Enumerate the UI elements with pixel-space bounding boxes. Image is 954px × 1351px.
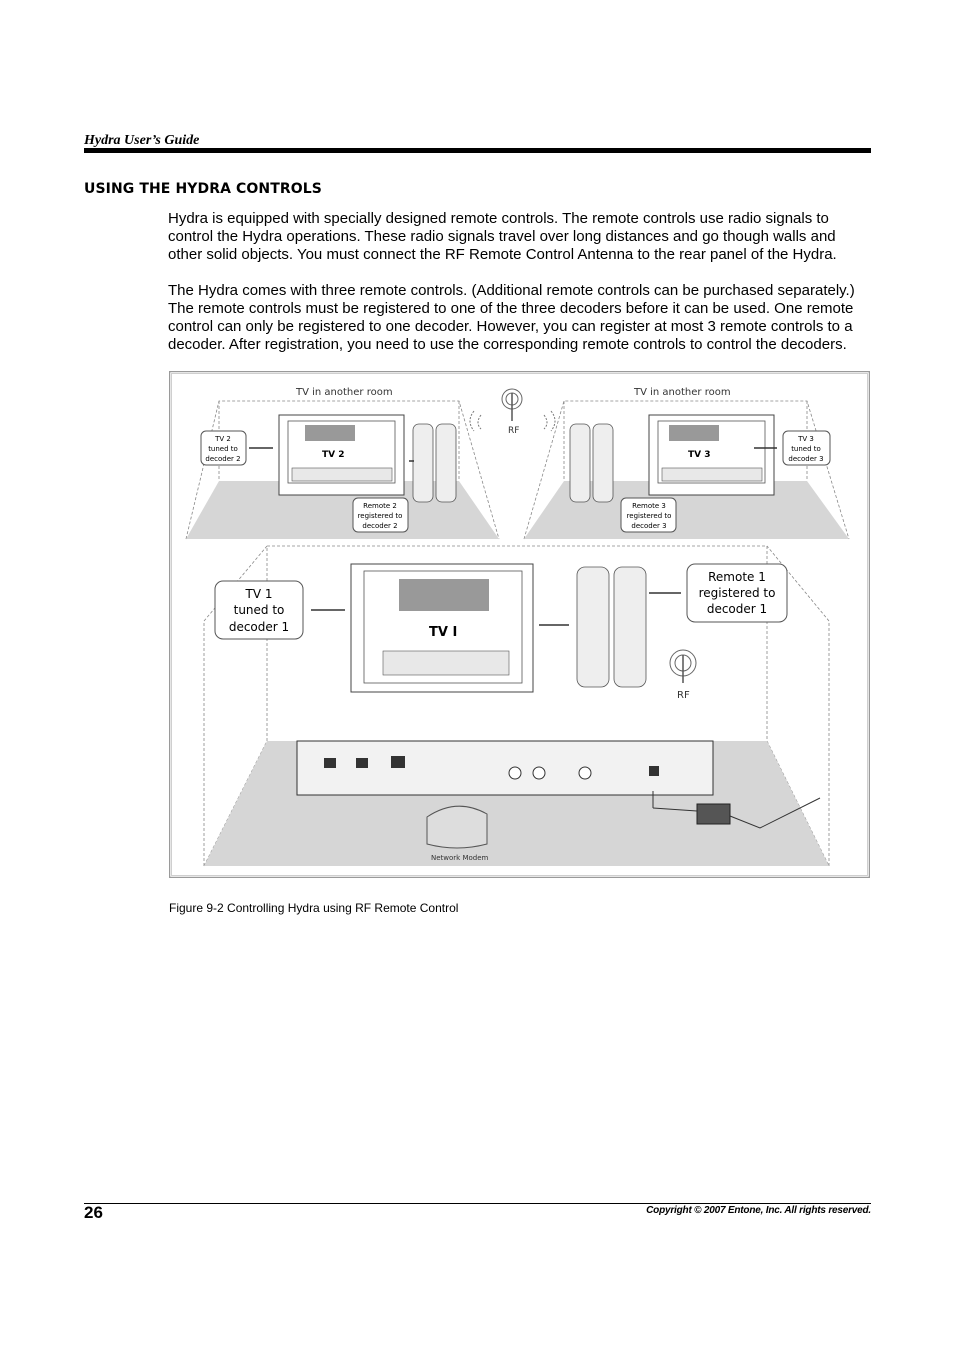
tv2-icon bbox=[278, 414, 405, 496]
svg-text:Remote 1: Remote 1 bbox=[708, 570, 766, 584]
svg-text:registered to: registered to bbox=[699, 586, 776, 600]
tv2-screen-label: TV 2 bbox=[322, 450, 345, 460]
svg-text:Remote 3: Remote 3 bbox=[632, 502, 666, 510]
svg-text:decoder 2: decoder 2 bbox=[205, 455, 240, 463]
figure-caption: Figure 9-2 Controlling Hydra using RF Re… bbox=[169, 901, 459, 915]
svg-text:decoder 3: decoder 3 bbox=[631, 522, 666, 530]
network-modem-label: Network Modem bbox=[431, 854, 489, 862]
svg-text:tuned to: tuned to bbox=[234, 603, 285, 617]
tv1-screen-label: TV I bbox=[429, 625, 457, 640]
remote1-callout: Remote 1 registered to decoder 1 bbox=[686, 563, 788, 623]
hydra-rf-diagram: TV in another room TV in another room RF… bbox=[169, 371, 870, 878]
copyright-notice: Copyright © 2007 Entone, Inc. All rights… bbox=[646, 1205, 871, 1216]
svg-text:Remote 2: Remote 2 bbox=[363, 502, 397, 510]
tv1-icon bbox=[350, 563, 534, 693]
tv3-icon bbox=[648, 414, 775, 496]
tv2-tuned-callout: TV 2 tuned to decoder 2 bbox=[200, 430, 247, 466]
running-header: Hydra User’s Guide bbox=[84, 133, 200, 148]
power-adapter-icon bbox=[652, 791, 821, 829]
svg-text:decoder 2: decoder 2 bbox=[362, 522, 397, 530]
tv3-screen-label: TV 3 bbox=[688, 450, 711, 460]
paragraph-remote-registration: The Hydra comes with three remote contro… bbox=[168, 282, 855, 353]
paragraph-rf-intro: Hydra is equipped with specially designe… bbox=[168, 210, 837, 263]
rf-antenna-top-icon bbox=[469, 388, 556, 432]
rf-label-bottom: RF bbox=[677, 690, 690, 701]
remote2-callout: Remote 2 registered to decoder 2 bbox=[352, 497, 409, 533]
svg-text:decoder 1: decoder 1 bbox=[707, 602, 767, 616]
svg-text:tuned to: tuned to bbox=[791, 445, 821, 453]
rf-label-top: RF bbox=[508, 426, 519, 436]
network-modem-icon bbox=[426, 805, 488, 849]
tv3-tuned-callout: TV 3 tuned to decoder 3 bbox=[782, 430, 831, 466]
remote3-icon bbox=[569, 423, 614, 503]
tv1-tuned-callout: TV 1 tuned to decoder 1 bbox=[214, 580, 304, 640]
svg-text:registered to: registered to bbox=[627, 512, 672, 520]
remote1-icon bbox=[576, 566, 647, 688]
svg-text:TV 3: TV 3 bbox=[797, 435, 814, 443]
svg-text:tuned to: tuned to bbox=[208, 445, 238, 453]
footer-rule bbox=[84, 1203, 871, 1204]
remote3-callout: Remote 3 registered to decoder 3 bbox=[620, 497, 677, 533]
remote2-icon bbox=[412, 423, 457, 503]
rf-antenna-bottom-icon bbox=[669, 649, 697, 683]
section-heading: USING THE HYDRA CONTROLS bbox=[84, 181, 322, 197]
svg-text:decoder 1: decoder 1 bbox=[229, 620, 289, 634]
header-rule bbox=[84, 148, 871, 153]
svg-text:registered to: registered to bbox=[358, 512, 403, 520]
page-number: 26 bbox=[84, 1203, 103, 1222]
hydra-rear-panel-icon bbox=[296, 740, 714, 796]
room-label-right: TV in another room bbox=[633, 387, 731, 398]
diagram-arrows bbox=[249, 447, 777, 626]
svg-text:TV 1: TV 1 bbox=[245, 587, 273, 601]
room-label-left: TV in another room bbox=[295, 387, 393, 398]
svg-text:decoder 3: decoder 3 bbox=[788, 455, 823, 463]
svg-text:TV 2: TV 2 bbox=[214, 435, 231, 443]
